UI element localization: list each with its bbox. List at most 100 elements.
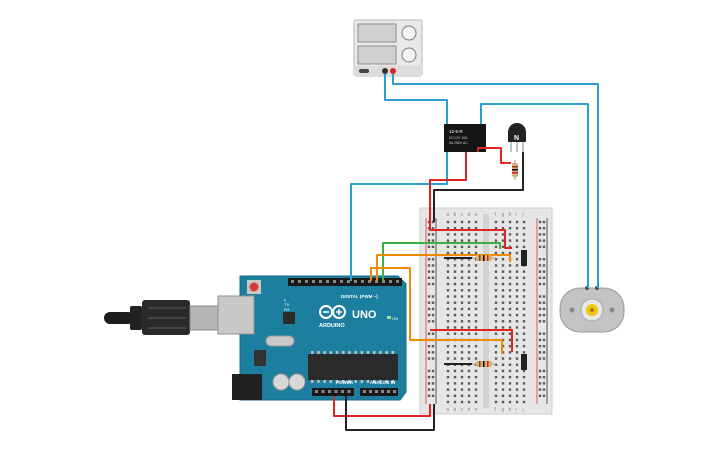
rail-hole[interactable] [427, 332, 431, 335]
breadboard-hole[interactable] [446, 369, 450, 373]
breadboard-hole[interactable] [467, 270, 471, 273]
wire-red[interactable] [333, 396, 431, 417]
rail-hole[interactable] [431, 270, 435, 273]
digital-pin[interactable] [382, 280, 385, 283]
breadboard-hole[interactable] [508, 239, 512, 242]
rail-hole[interactable] [538, 227, 542, 230]
breadboard-hole[interactable] [522, 227, 526, 230]
breadboard-hole[interactable] [494, 245, 498, 249]
breadboard-hole[interactable] [474, 233, 478, 236]
breadboard-hole[interactable] [460, 245, 464, 249]
breadboard-hole[interactable] [515, 326, 519, 329]
breadboard-hole[interactable] [474, 258, 478, 261]
breadboard-hole[interactable] [474, 400, 478, 404]
analog-pin[interactable] [393, 390, 396, 393]
breadboard-hole[interactable] [467, 382, 471, 385]
breadboard-hole[interactable] [515, 301, 519, 304]
breadboard-hole[interactable] [453, 394, 457, 397]
rail-hole[interactable] [431, 295, 435, 298]
breadboard-hole[interactable] [460, 388, 464, 391]
breadboard-hole[interactable] [508, 313, 512, 317]
breadboard-hole[interactable] [474, 220, 478, 224]
breadboard-hole[interactable] [515, 233, 519, 236]
breadboard-hole[interactable] [508, 245, 512, 249]
breadboard-hole[interactable] [474, 264, 478, 267]
rail-hole[interactable] [431, 375, 435, 379]
breadboard-hole[interactable] [494, 220, 498, 224]
breadboard-hole[interactable] [446, 245, 450, 249]
rail-hole[interactable] [542, 344, 546, 348]
breadboard-hole[interactable] [460, 394, 464, 397]
power-supply[interactable] [353, 19, 423, 77]
rail-hole[interactable] [542, 301, 546, 304]
breadboard-hole[interactable] [494, 388, 498, 391]
breadboard-hole[interactable] [508, 400, 512, 404]
breadboard-hole[interactable] [494, 258, 498, 261]
breadboard-hole[interactable] [460, 289, 464, 292]
breadboard-hole[interactable] [453, 239, 457, 242]
breadboard-hole[interactable] [474, 369, 478, 373]
breadboard-hole[interactable] [460, 351, 464, 354]
breadboard-hole[interactable] [474, 282, 478, 286]
breadboard-hole[interactable] [501, 375, 505, 379]
breadboard-hole[interactable] [508, 320, 512, 323]
breadboard-hole[interactable] [467, 239, 471, 242]
rail-hole[interactable] [538, 295, 542, 298]
breadboard-hole[interactable] [453, 351, 457, 354]
wire-orange[interactable] [376, 254, 511, 281]
rail-hole[interactable] [538, 282, 542, 286]
breadboard-hole[interactable] [501, 320, 505, 323]
breadboard-hole[interactable] [501, 227, 505, 230]
breadboard-hole[interactable] [453, 276, 457, 280]
rail-hole[interactable] [538, 239, 542, 242]
breadboard-hole[interactable] [446, 400, 450, 404]
rail-hole[interactable] [542, 320, 546, 323]
breadboard-hole[interactable] [494, 382, 498, 385]
breadboard-hole[interactable] [474, 270, 478, 273]
rail-hole[interactable] [542, 382, 546, 385]
breadboard-hole[interactable] [460, 326, 464, 329]
rail-hole[interactable] [538, 320, 542, 323]
breadboard-hole[interactable] [453, 375, 457, 379]
relay[interactable]: 12-5-R DC12V 10A 5A 250V AC [444, 124, 486, 152]
breadboard-hole[interactable] [494, 313, 498, 317]
breadboard-hole[interactable] [494, 320, 498, 323]
digital-pin-holes[interactable] [291, 280, 399, 283]
digital-pin[interactable] [333, 280, 336, 283]
rail-hole[interactable] [431, 307, 435, 311]
breadboard-hole[interactable] [522, 400, 526, 404]
breadboard-hole[interactable] [446, 394, 450, 397]
rail-hole[interactable] [538, 233, 542, 236]
breadboard-hole[interactable] [467, 295, 471, 298]
rail-hole[interactable] [431, 351, 435, 354]
rail-hole[interactable] [542, 307, 546, 311]
rail-hole[interactable] [427, 320, 431, 323]
breadboard-hole[interactable] [460, 301, 464, 304]
breadboard-hole[interactable] [515, 363, 519, 366]
breadboard-hole[interactable] [474, 382, 478, 385]
breadboard-hole[interactable] [467, 258, 471, 261]
breadboard-hole[interactable] [467, 289, 471, 292]
breadboard-hole[interactable] [474, 245, 478, 249]
transistor[interactable]: N [508, 123, 526, 152]
breadboard-hole[interactable] [467, 400, 471, 404]
rail-hole[interactable] [427, 307, 431, 311]
resistor[interactable] [472, 255, 496, 261]
breadboard-hole[interactable] [453, 400, 457, 404]
rail-hole[interactable] [427, 301, 431, 304]
breadboard-hole[interactable] [501, 332, 505, 335]
breadboard-hole[interactable] [460, 344, 464, 348]
breadboard-hole[interactable] [508, 295, 512, 298]
breadboard-hole[interactable] [453, 388, 457, 391]
rail-hole[interactable] [431, 313, 435, 317]
breadboard-hole[interactable] [501, 258, 505, 261]
rail-hole[interactable] [431, 320, 435, 323]
breadboard-hole[interactable] [453, 382, 457, 385]
breadboard-hole[interactable] [522, 394, 526, 397]
breadboard-hole[interactable] [474, 326, 478, 329]
rail-hole[interactable] [538, 344, 542, 348]
breadboard-hole[interactable] [460, 369, 464, 373]
breadboard-hole[interactable] [460, 239, 464, 242]
wire-blue[interactable] [392, 74, 599, 288]
breadboard-hole[interactable] [515, 239, 519, 242]
